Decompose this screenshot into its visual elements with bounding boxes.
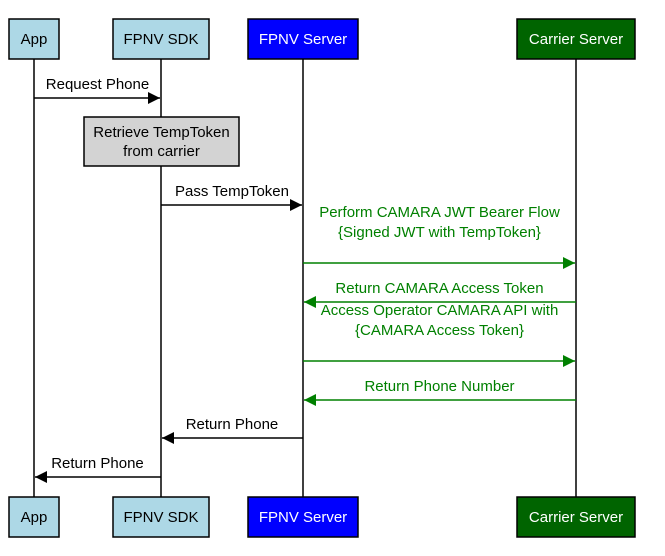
actor-label: App [21, 31, 48, 48]
note-box [83, 116, 240, 167]
note-retrieve-temptoken: Retrieve TempToken from carrier [83, 116, 240, 167]
message-8: Return Phone [162, 416, 303, 444]
message-label: Return Phone [51, 455, 144, 472]
actor-label: App [21, 509, 48, 526]
message-label: {Signed JWT with TempToken} [338, 224, 541, 241]
actor-label: Carrier Server [529, 509, 623, 526]
message-5: Return CAMARA Access Token [304, 280, 576, 308]
actor-label: FPNV Server [259, 31, 347, 48]
message-label: Perform CAMARA JWT Bearer Flow [319, 204, 560, 221]
actor-box [247, 496, 359, 538]
actor-sdk-top: FPNV SDK [112, 18, 210, 60]
actor-carrier-bottom: Carrier Server [516, 496, 636, 538]
note-text: Retrieve TempToken [93, 124, 229, 141]
actor-box [516, 18, 636, 60]
actor-fpnv-top: FPNV Server [247, 18, 359, 60]
actor-app-bottom: App [8, 496, 60, 538]
actor-label: FPNV SDK [123, 509, 198, 526]
actor-app-top: App [8, 18, 60, 60]
message-label: Request Phone [46, 76, 149, 93]
actor-box [8, 496, 60, 538]
actor-box [112, 496, 210, 538]
actor-box [247, 18, 359, 60]
note-text: from carrier [123, 143, 200, 160]
message-label: Return CAMARA Access Token [335, 280, 543, 297]
actor-label: Carrier Server [529, 31, 623, 48]
actor-sdk-bottom: FPNV SDK [112, 496, 210, 538]
actor-label: FPNV SDK [123, 31, 198, 48]
message-6: Access Operator CAMARA API with {CAMARA A… [303, 302, 575, 367]
message-label: {CAMARA Access Token} [355, 322, 524, 339]
message-3: Pass TempToken [161, 183, 302, 211]
message-1: Request Phone [34, 76, 160, 104]
message-4: Perform CAMARA JWT Bearer Flow {Signed JW… [303, 204, 575, 269]
actor-box [112, 18, 210, 60]
actor-box [516, 496, 636, 538]
actor-carrier-top: Carrier Server [516, 18, 636, 60]
actor-fpnv-bottom: FPNV Server [247, 496, 359, 538]
message-label: Return Phone Number [364, 378, 514, 395]
message-label: Return Phone [186, 416, 279, 433]
message-9: Return Phone [35, 455, 161, 483]
actor-label: FPNV Server [259, 509, 347, 526]
message-label: Pass TempToken [175, 183, 289, 200]
message-label: Access Operator CAMARA API with [321, 302, 559, 319]
message-7: Return Phone Number [304, 378, 576, 406]
actor-box [8, 18, 60, 60]
